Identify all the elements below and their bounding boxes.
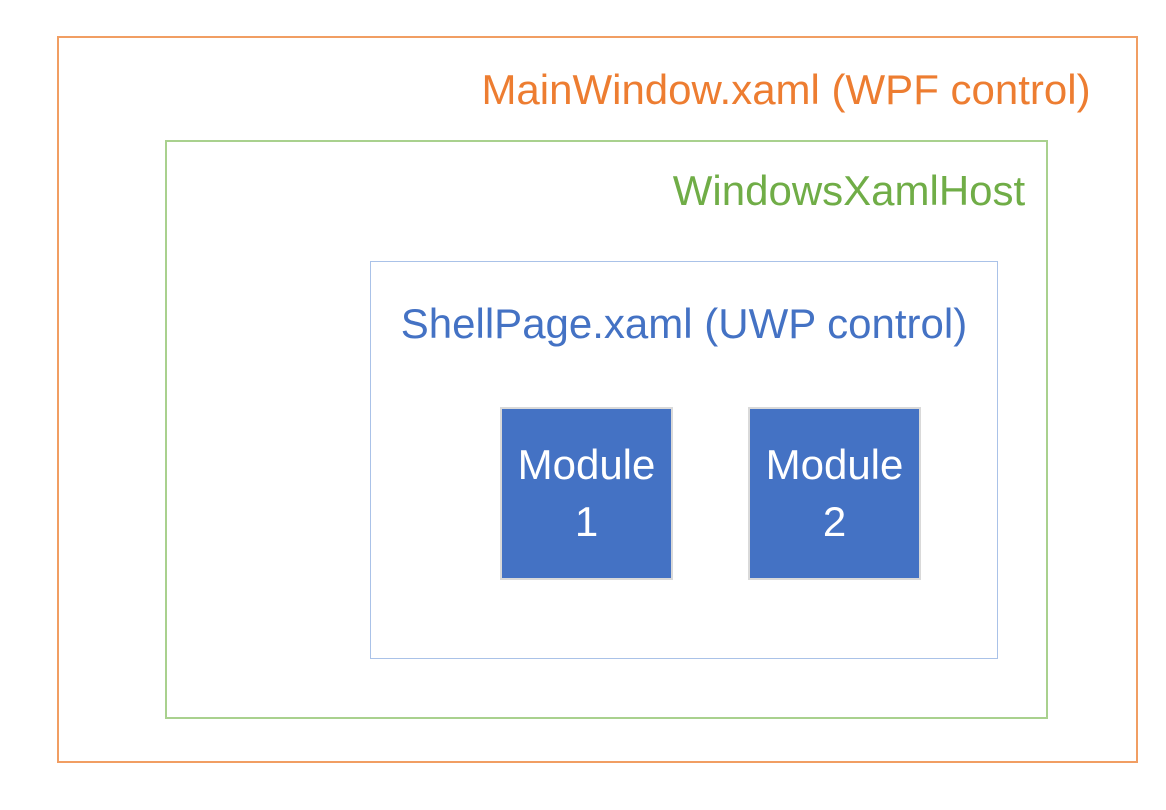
module-1-label-line2: 1 — [574, 497, 599, 545]
xaml-host-label: WindowsXamlHost — [672, 167, 1026, 214]
module-2-label: Module 2 — [766, 437, 904, 550]
main-window-box: MainWindow.xaml (WPF control) WindowsXam… — [57, 36, 1138, 763]
module-1-box: Module 1 — [500, 407, 673, 580]
module-2-label-line2: 2 — [822, 497, 847, 545]
shell-page-label: ShellPage.xaml (UWP control) — [400, 300, 968, 347]
xaml-host-box: WindowsXamlHost ShellPage.xaml (UWP cont… — [165, 140, 1048, 719]
module-2-label-line1: Module — [765, 441, 904, 489]
shell-page-box: ShellPage.xaml (UWP control) Module 1 Mo… — [370, 261, 998, 659]
module-1-label-line1: Module — [517, 441, 656, 489]
module-2-box: Module 2 — [748, 407, 921, 580]
main-window-label: MainWindow.xaml (WPF control) — [481, 66, 1091, 113]
module-1-label: Module 1 — [518, 437, 656, 550]
